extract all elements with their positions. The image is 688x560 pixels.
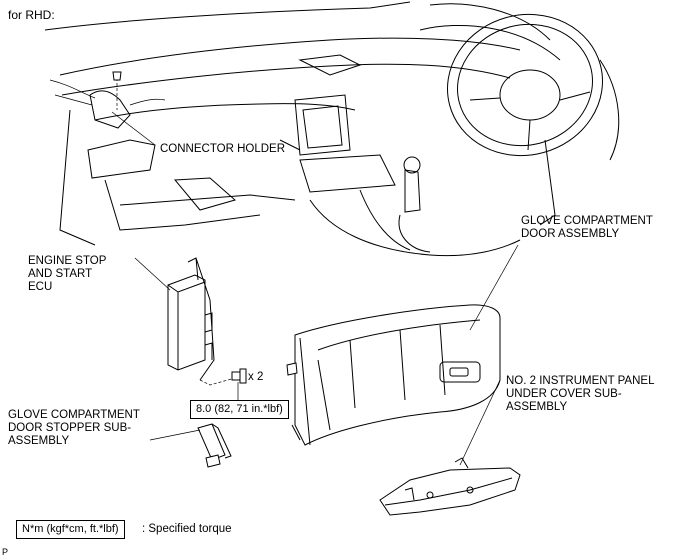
instrument-panel-drawing (44, 1, 620, 257)
label-no2-under-cover: NO. 2 INSTRUMENT PANEL UNDER COVER SUB- … (506, 375, 655, 413)
glove-compartment-door-drawing (286, 244, 519, 446)
engine-stop-ecu-drawing (134, 257, 247, 400)
label-door-stopper: GLOVE COMPARTMENT DOOR STOPPER SUB- ASSE… (8, 409, 140, 447)
heading-for-rhd: for RHD: (8, 8, 55, 22)
door-stopper-drawing (149, 423, 232, 468)
torque-spec-box: 8.0 (82, 71 in.*lbf) (190, 400, 289, 419)
under-cover-drawing (379, 379, 521, 516)
label-engine-stop-ecu: ENGINE STOP AND START ECU (28, 255, 107, 293)
legend-description: : Specified torque (142, 523, 232, 535)
legend-unit-box: N*m (kgf*cm, ft.*lbf) (16, 520, 125, 539)
bolt-quantity: x 2 (248, 371, 264, 383)
label-connector-holder: CONNECTOR HOLDER (160, 143, 286, 155)
label-glove-compartment-door: GLOVE COMPARTMENT DOOR ASSEMBLY (521, 215, 653, 240)
corner-mark: P (2, 547, 9, 557)
